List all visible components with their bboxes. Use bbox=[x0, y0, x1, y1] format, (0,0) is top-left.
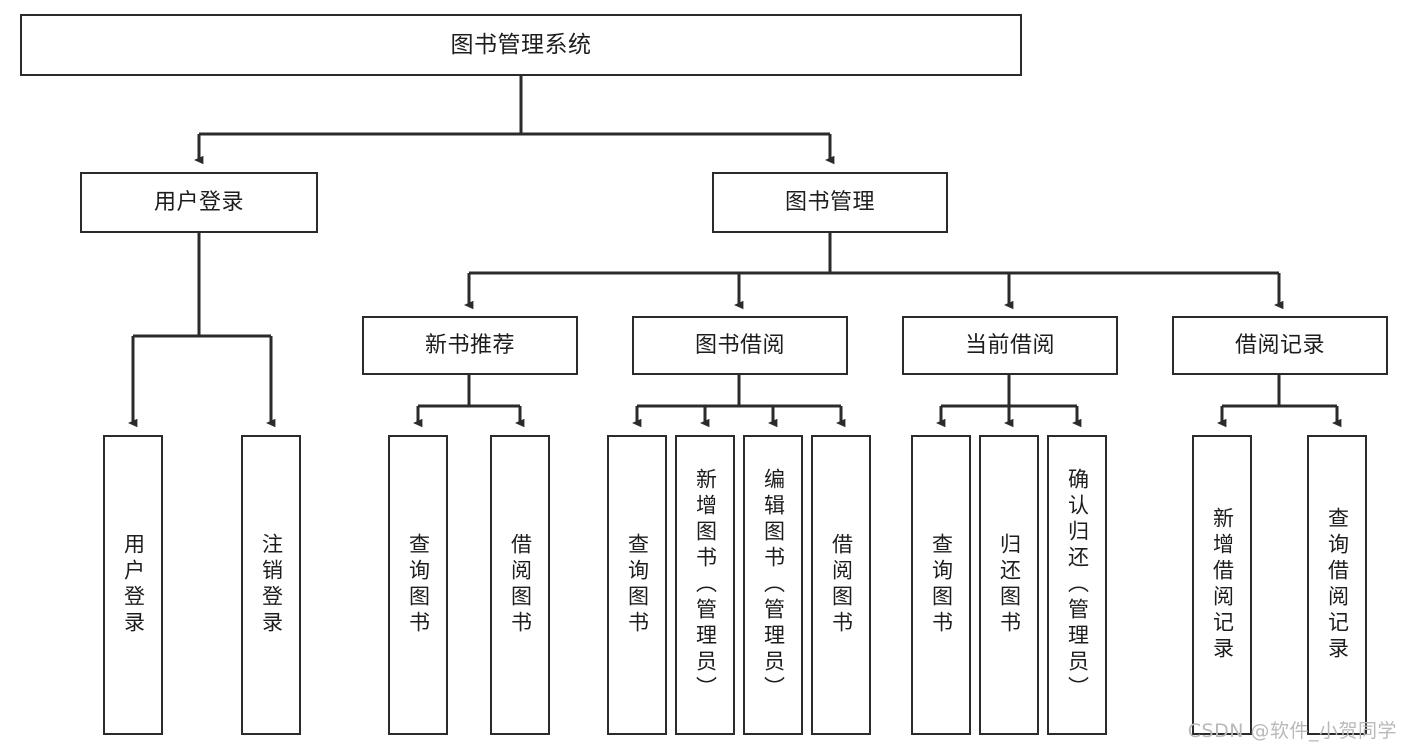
leaf-current-query-book[interactable]: 查询图书 bbox=[911, 435, 971, 735]
node-root-system[interactable]: 图书管理系统 bbox=[20, 14, 1022, 76]
node-label: 图书管理系统 bbox=[450, 31, 592, 58]
node-label: 新增图书（管理员） bbox=[693, 468, 718, 702]
node-label: 新书推荐 bbox=[424, 332, 515, 358]
node-label: 用户登录 bbox=[121, 533, 146, 637]
node-new-book-recommend[interactable]: 新书推荐 bbox=[362, 316, 578, 375]
leaf-record-add-borrow-record[interactable]: 新增借阅记录 bbox=[1192, 435, 1252, 735]
node-label: 编辑图书（管理员） bbox=[761, 468, 786, 702]
node-book-management[interactable]: 图书管理 bbox=[712, 172, 948, 233]
leaf-recommend-query-book[interactable]: 查询图书 bbox=[388, 435, 448, 735]
leaf-record-query-borrow-record[interactable]: 查询借阅记录 bbox=[1307, 435, 1367, 735]
node-label: 归还图书 bbox=[997, 533, 1022, 637]
node-current-borrow[interactable]: 当前借阅 bbox=[902, 316, 1118, 375]
node-book-borrow[interactable]: 图书借阅 bbox=[632, 316, 848, 375]
leaf-borrow-borrow-book[interactable]: 借阅图书 bbox=[811, 435, 871, 735]
node-label: 注销登录 bbox=[259, 533, 284, 637]
leaf-borrow-query-book[interactable]: 查询图书 bbox=[607, 435, 667, 735]
leaf-current-confirm-return-admin[interactable]: 确认归还（管理员） bbox=[1047, 435, 1107, 735]
node-label: 借阅图书 bbox=[829, 533, 854, 637]
node-label: 新增借阅记录 bbox=[1210, 507, 1235, 663]
node-label: 借阅图书 bbox=[508, 533, 533, 637]
node-label: 查询图书 bbox=[406, 533, 431, 637]
node-label: 用户登录 bbox=[153, 189, 244, 215]
node-label: 当前借阅 bbox=[964, 332, 1055, 358]
leaf-user-login[interactable]: 用户登录 bbox=[103, 435, 163, 735]
leaf-borrow-edit-book-admin[interactable]: 编辑图书（管理员） bbox=[743, 435, 803, 735]
leaf-current-return-book[interactable]: 归还图书 bbox=[979, 435, 1039, 735]
watermark-text: CSDN @软件_小贺同学 bbox=[1187, 720, 1397, 742]
leaf-user-logout[interactable]: 注销登录 bbox=[241, 435, 301, 735]
leaf-recommend-borrow-book[interactable]: 借阅图书 bbox=[490, 435, 550, 735]
leaf-borrow-add-book-admin[interactable]: 新增图书（管理员） bbox=[675, 435, 735, 735]
node-label: 查询借阅记录 bbox=[1325, 507, 1350, 663]
node-label: 查询图书 bbox=[625, 533, 650, 637]
node-label: 图书管理 bbox=[784, 189, 875, 215]
node-label: 图书借阅 bbox=[694, 332, 785, 358]
node-label: 借阅记录 bbox=[1234, 332, 1325, 358]
node-label: 确认归还（管理员） bbox=[1065, 468, 1090, 702]
node-user-login[interactable]: 用户登录 bbox=[80, 172, 318, 233]
node-label: 查询图书 bbox=[929, 533, 954, 637]
node-borrow-record[interactable]: 借阅记录 bbox=[1172, 316, 1388, 375]
